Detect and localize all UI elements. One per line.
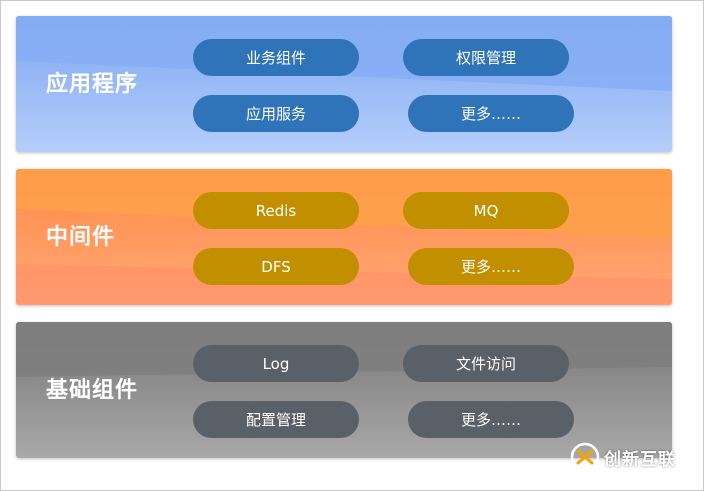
layer-base-title: 基础组件	[46, 378, 139, 403]
component-business: 业务组件	[193, 39, 359, 76]
logo-x-icon	[570, 442, 600, 472]
component-app-service: 应用服务	[193, 95, 359, 132]
component-more-app: 更多……	[408, 95, 574, 132]
component-log: Log	[193, 345, 359, 382]
layer-base-components: 基础组件 Log 文件访问 配置管理 更多……	[16, 322, 672, 458]
layer-middleware: 中间件 Redis MQ DFS 更多……	[16, 169, 672, 305]
component-more-base: 更多……	[408, 401, 574, 438]
component-more-middleware: 更多……	[408, 248, 574, 285]
component-mq: MQ	[403, 192, 569, 229]
layer-middleware-title: 中间件	[46, 225, 116, 250]
component-permission-management: 权限管理	[403, 39, 569, 76]
watermark-text: 创新互联	[604, 449, 676, 470]
component-file-access: 文件访问	[403, 345, 569, 382]
watermark-logo: 创新互联	[570, 442, 676, 472]
component-dfs: DFS	[193, 248, 359, 285]
component-redis: Redis	[193, 192, 359, 229]
layer-application-title: 应用程序	[46, 72, 139, 97]
component-config-management: 配置管理	[193, 401, 359, 438]
layer-application: 应用程序 业务组件 权限管理 应用服务 更多……	[16, 16, 672, 152]
